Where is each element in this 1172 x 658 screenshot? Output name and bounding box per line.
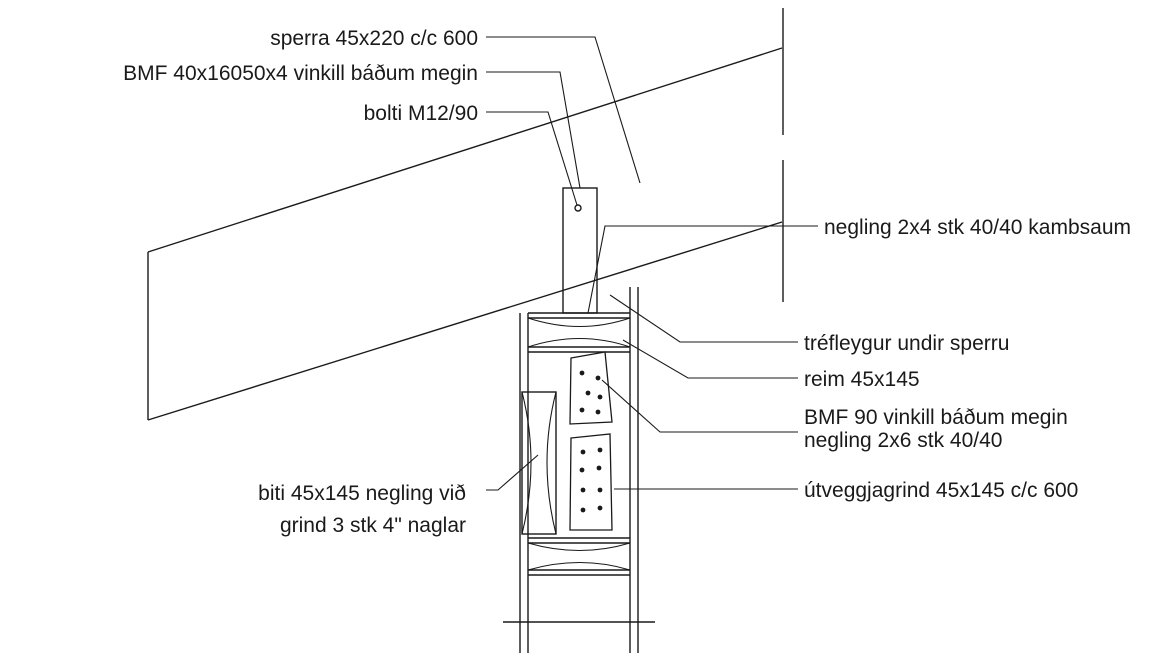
blocking-cross-top	[527, 317, 631, 348]
bolt-hole-icon	[574, 204, 582, 212]
label-bmf-40: BMF 40x16050x4 vinkill báðum megin	[123, 62, 478, 85]
bmf-90-plate-lower	[569, 433, 613, 531]
label-reim: reim 45x145	[804, 368, 920, 391]
label-trefleygur: tréfleygur undir sperru	[804, 332, 1009, 355]
leader-lines	[486, 36, 818, 491]
wall-frame	[503, 287, 655, 653]
rafter	[147, 8, 784, 421]
bmf-90-plate-upper	[569, 351, 613, 425]
label-bmf-90: BMF 90 vinkill báðum megin	[804, 406, 1068, 429]
blocking-cross-bottom	[527, 542, 631, 571]
label-utveggjagrind: útveggjagrind 45x145 c/c 600	[804, 479, 1078, 502]
label-negling-2x6: negling 2x6 stk 40/40	[804, 429, 1002, 452]
label-negling-kambsaum: negling 2x4 stk 40/40 kambsaum	[824, 216, 1131, 239]
beam-section	[521, 391, 557, 535]
nail-dots	[579, 370, 603, 513]
label-biti-line2: grind 3 stk 4" naglar	[280, 514, 466, 537]
label-sperra: sperra 45x220 c/c 600	[270, 27, 478, 50]
label-bolti: bolti M12/90	[364, 102, 478, 125]
bmf-90-plates	[569, 351, 613, 531]
label-biti-line1: biti 45x145 negling við	[258, 482, 466, 505]
